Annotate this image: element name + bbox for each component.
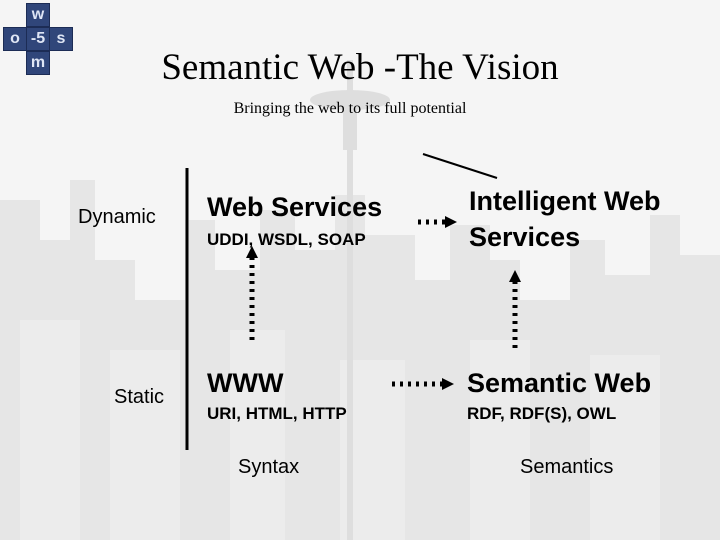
quadrant-intelligent-web-services-title-line2: Services [469, 222, 580, 253]
quadrant-intelligent-web-services-title-line1: Intelligent Web [469, 186, 661, 217]
quadrant-semantic-web-title: Semantic Web [467, 368, 651, 399]
quadrant-semantic-web-subtitle: RDF, RDF(S), OWL [467, 404, 616, 424]
arrowhead-bottom-right [442, 378, 454, 390]
axis-label-dynamic: Dynamic [78, 206, 156, 229]
axis-label-syntax: Syntax [238, 456, 299, 479]
diagonal-arrow-line [423, 154, 497, 178]
quadrant-web-services-subtitle: UDDI, WSDL, SOAP [207, 230, 366, 250]
arrowhead-top-right [445, 216, 457, 228]
arrowhead-right-up [509, 270, 521, 282]
quadrant-web-services-title: Web Services [207, 192, 382, 223]
quadrant-www-subtitle: URI, HTML, HTTP [207, 404, 347, 424]
axis-label-semantics: Semantics [520, 456, 613, 479]
axis-label-static: Static [114, 386, 164, 409]
quadrant-www-title: WWW [207, 368, 283, 399]
